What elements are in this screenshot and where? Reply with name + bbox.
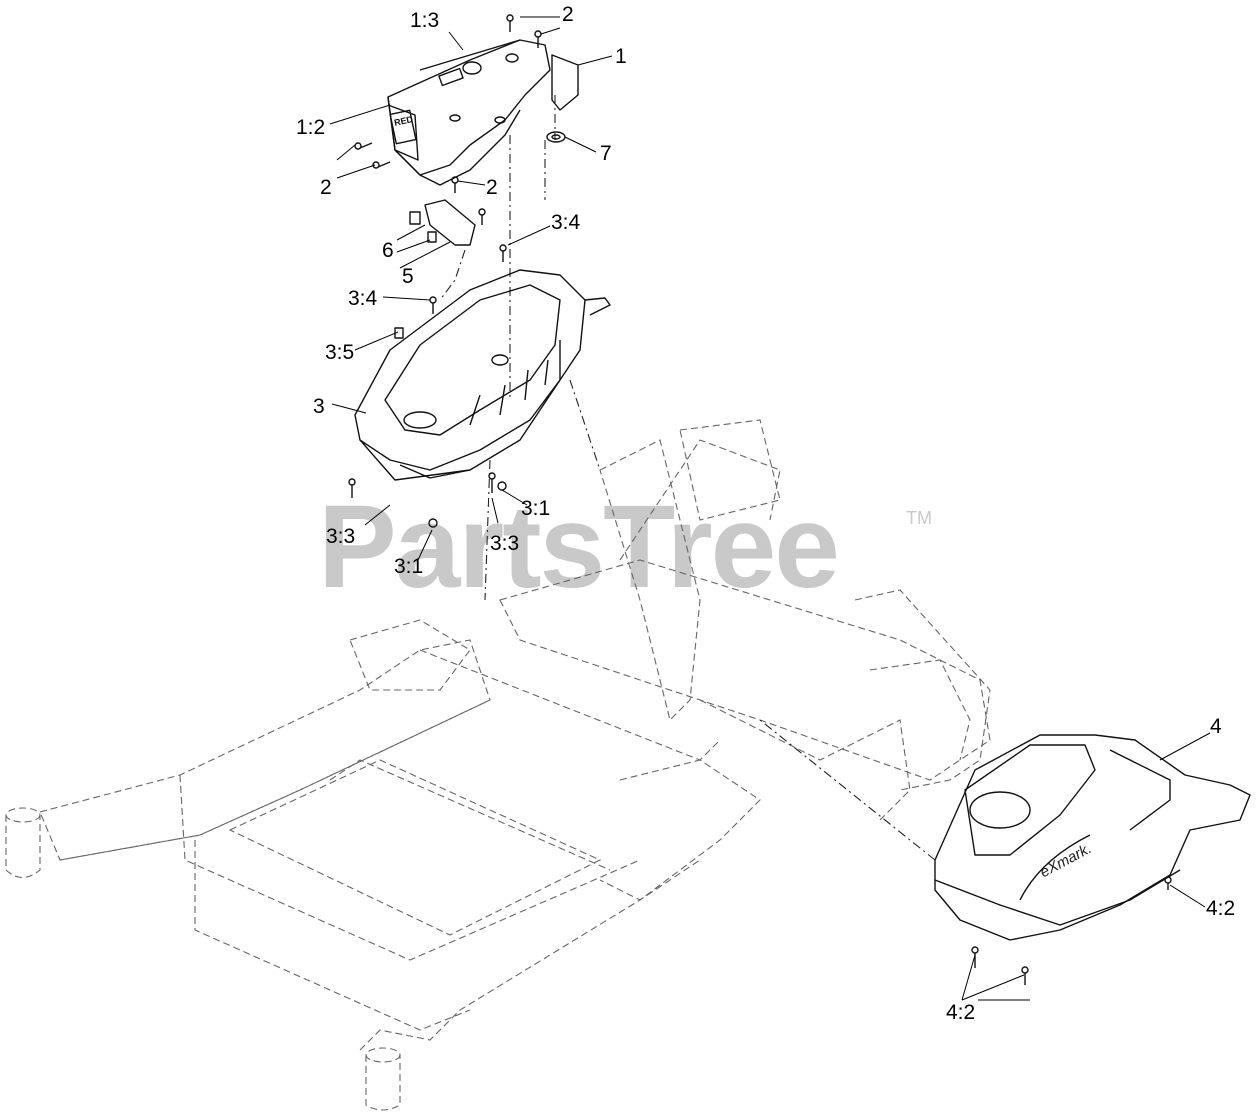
screw-icon [1021, 966, 1029, 985]
callout-7: 7 [600, 142, 612, 165]
callout-1-3: 1:3 [410, 9, 440, 32]
callout-2-left: 2 [320, 176, 332, 199]
callout-3-3-right: 3:3 [490, 532, 520, 555]
callout-3: 3 [313, 395, 325, 418]
screw-icon [971, 946, 979, 968]
screw-icon [451, 176, 459, 193]
callout-2-top: 2 [562, 3, 574, 26]
screw-icon [534, 30, 542, 48]
nut-icon [497, 481, 507, 491]
callout-3-1-right: 3:1 [521, 497, 551, 520]
screw-icon [488, 472, 496, 493]
screw-icon [1164, 876, 1172, 890]
leader-lines [329, 16, 1211, 1001]
screw-icon [354, 142, 373, 150]
screw-icon [429, 296, 437, 314]
callout-3-4-left: 3:4 [348, 287, 378, 310]
washer-icon [546, 131, 566, 143]
watermark-trademark: TM [906, 508, 932, 528]
chassis-frame [5, 419, 991, 1111]
fasteners [348, 14, 1172, 985]
callout-1-2: 1:2 [296, 116, 326, 139]
callout-3-5: 3:5 [325, 341, 355, 364]
nut-icon [428, 518, 438, 528]
callout-5: 5 [402, 265, 414, 288]
callout-2-mid: 2 [486, 176, 498, 199]
clip-icon [394, 327, 404, 339]
screw-icon [499, 244, 507, 262]
screw-icon [372, 161, 391, 169]
watermark-text: PartsTree [318, 481, 840, 613]
callout-3-4-top: 3:4 [551, 211, 581, 234]
screw-icon [506, 14, 514, 32]
callout-4-2-bottom: 4:2 [946, 1001, 976, 1024]
callout-3-1-left: 3:1 [394, 555, 424, 578]
callout-4: 4 [1210, 715, 1222, 738]
fuel-tank [759, 719, 1251, 941]
storage-tray [354, 269, 611, 601]
screw-icon [348, 478, 356, 498]
mounting-bracket [409, 199, 476, 301]
screw-icon [478, 208, 486, 225]
callout-6: 6 [382, 239, 394, 262]
console-cover [387, 39, 579, 400]
callout-1: 1 [615, 45, 627, 68]
callout-3-3-left: 3:3 [326, 525, 356, 548]
callout-4-2-right: 4:2 [1206, 897, 1236, 920]
